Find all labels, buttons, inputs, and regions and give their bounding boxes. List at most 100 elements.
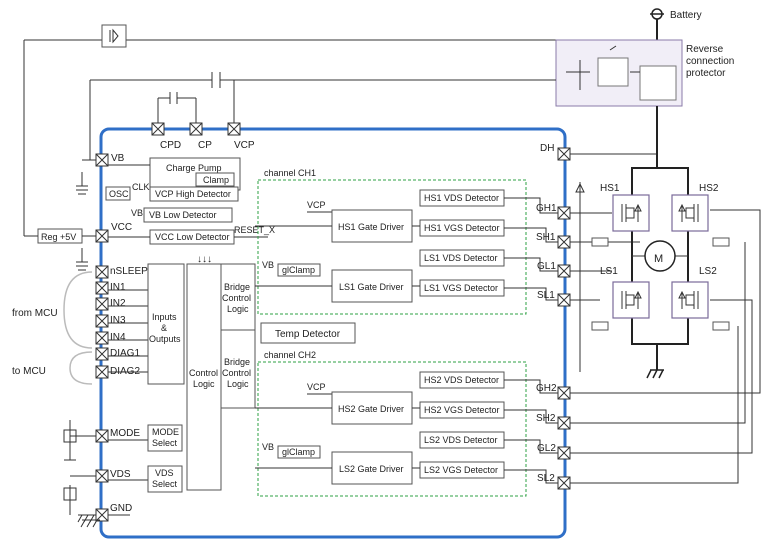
ls2-label: LS2 bbox=[699, 266, 717, 277]
control-logic-block bbox=[186, 263, 222, 491]
ch2-vb-label: VB bbox=[262, 442, 274, 452]
battery-label: Battery bbox=[670, 10, 702, 21]
right-pins: DH GH1 SH1 GL1 SL1 GH2 SH2 GL2 SL2 bbox=[526, 143, 761, 490]
pin-cpd: CPD bbox=[151, 122, 181, 151]
pin-vcc-label: VCC bbox=[111, 222, 132, 233]
pin-in3-label: IN3 bbox=[110, 315, 126, 326]
ls2-vds-label: LS2 VDS Detector bbox=[424, 435, 498, 445]
pin-in2-label: IN2 bbox=[110, 298, 126, 309]
ch2-vcp-label: VCP bbox=[307, 382, 326, 392]
hs2-gate-driver-label: HS2 Gate Driver bbox=[338, 404, 404, 414]
pin-in4-label: IN4 bbox=[110, 332, 126, 343]
top-pins: CPD CP VCP bbox=[151, 122, 255, 151]
channel-ch1: channel CH1 VCP HS1 Gate Driver HS1 VDS … bbox=[255, 168, 527, 315]
pin-gnd-label: GND bbox=[110, 503, 132, 514]
pin-in4: IN4 bbox=[95, 331, 126, 345]
bridge1-label-2: Control bbox=[222, 293, 251, 303]
hs1-mosfet bbox=[612, 194, 650, 232]
pin-mode: MODE bbox=[95, 428, 140, 443]
pin-vcc: VCC bbox=[95, 222, 132, 243]
hs1-label: HS1 bbox=[600, 183, 620, 194]
to-mcu-label: to MCU bbox=[12, 366, 46, 377]
protector-label-1: Reverse bbox=[686, 44, 724, 55]
pin-vds: VDS bbox=[95, 469, 131, 483]
ls2-gate-driver bbox=[331, 451, 413, 485]
pin-vcp: VCP bbox=[227, 122, 255, 151]
reverse-diode-block bbox=[101, 24, 127, 48]
mode-select-label-2: Select bbox=[152, 438, 178, 448]
ls1-vds-label: LS1 VDS Detector bbox=[424, 253, 498, 263]
h-bridge: HS1 HS2 LS1 LS2 M bbox=[600, 150, 719, 379]
hs2-mosfet bbox=[671, 194, 709, 232]
osc-block bbox=[105, 186, 131, 201]
hs2-vgs-label: HS2 VGS Detector bbox=[424, 405, 500, 415]
hs1-gate-driver bbox=[331, 209, 413, 243]
pin-gl1-label: GL1 bbox=[537, 261, 556, 272]
hs2-gate-driver bbox=[331, 391, 413, 425]
vb-low-vb-label: VB bbox=[131, 208, 143, 218]
inputs-label-1: Inputs bbox=[152, 312, 177, 322]
charge-pump-section: Charge Pump Clamp OSC CLK VCP High Detec… bbox=[105, 157, 275, 245]
clamp-block bbox=[195, 172, 235, 187]
ls2-vgs-label: LS2 VGS Detector bbox=[424, 465, 498, 475]
bridge-logic-2 bbox=[220, 329, 256, 409]
bridge2-label-1: Bridge bbox=[224, 357, 250, 367]
bridge2-label-2: Control bbox=[222, 368, 251, 378]
battery-rail: Battery bbox=[23, 8, 702, 236]
reverse-protector: Reverse connection protector bbox=[555, 39, 734, 150]
pin-gh1-label: GH1 bbox=[536, 203, 557, 214]
vds-select-block bbox=[147, 465, 183, 493]
ch2-glclamp bbox=[277, 445, 321, 459]
motor-label: M bbox=[654, 253, 663, 265]
ls1-label: LS1 bbox=[600, 266, 618, 277]
inputs-outputs-block bbox=[147, 263, 185, 385]
clamp-label: Clamp bbox=[203, 175, 229, 185]
channel-ch2: channel CH2 VCP HS2 Gate Driver HS2 VDS … bbox=[255, 350, 527, 497]
bridge1-label-3: Logic bbox=[227, 304, 249, 314]
down-arrows-glyph: ↓↓↓ bbox=[197, 254, 212, 265]
pin-in3: IN3 bbox=[95, 314, 126, 328]
inputs-label-3: Outputs bbox=[149, 334, 181, 344]
pin-in2: IN2 bbox=[95, 297, 126, 311]
ch1-vcp-label: VCP bbox=[307, 200, 326, 210]
hs2-vds-label: HS2 VDS Detector bbox=[424, 375, 499, 385]
ch1-vb-label: VB bbox=[262, 260, 274, 270]
protector-label-2: connection bbox=[686, 56, 734, 67]
mode-select-label-1: MODE bbox=[152, 427, 179, 437]
hs1-vds-label: HS1 VDS Detector bbox=[424, 193, 499, 203]
bridge2-label-3: Logic bbox=[227, 379, 249, 389]
vcc-low-label: VCC Low Detector bbox=[155, 232, 230, 242]
pin-diag1: DIAG1 bbox=[95, 347, 140, 361]
reset-label: RESET_X bbox=[234, 225, 275, 235]
pin-cpd-label: CPD bbox=[160, 140, 181, 151]
ch2-glclamp-label: glClamp bbox=[282, 447, 315, 457]
hs1-vgs-label: HS1 VGS Detector bbox=[424, 223, 500, 233]
pin-gnd: GND bbox=[95, 503, 132, 522]
vds-select-label-2: Select bbox=[152, 479, 178, 489]
ls1-vgs-label: LS1 VGS Detector bbox=[424, 283, 498, 293]
pin-nsleep-label: nSLEEP bbox=[110, 266, 148, 277]
vb-low-label: VB Low Detector bbox=[149, 210, 217, 220]
ground-symbols bbox=[80, 519, 100, 528]
protector-label-3: protector bbox=[686, 68, 726, 79]
pin-gl2-label: GL2 bbox=[537, 443, 556, 454]
clk-label: CLK bbox=[132, 182, 150, 192]
inputs-label-2: & bbox=[161, 323, 167, 333]
pin-cp: CP bbox=[189, 122, 212, 151]
control-label-1: Control bbox=[189, 368, 218, 378]
logic-blocks: Inputs & Outputs Control Logic ↓↓↓ Bridg… bbox=[147, 254, 356, 493]
control-label-2: Logic bbox=[193, 379, 215, 389]
vb-low-detector bbox=[143, 207, 233, 223]
vcp-high-label: VCP High Detector bbox=[155, 189, 231, 199]
ls1-mosfet bbox=[612, 281, 650, 319]
mode-select-block bbox=[147, 424, 183, 452]
pin-dh-label: DH bbox=[540, 143, 554, 154]
ls1-gate-driver-label: LS1 Gate Driver bbox=[339, 282, 404, 292]
hs1-gate-driver-label: HS1 Gate Driver bbox=[338, 222, 404, 232]
pin-nsleep: nSLEEP bbox=[95, 265, 148, 279]
from-mcu-label: from MCU bbox=[12, 308, 58, 319]
pin-mode-label: MODE bbox=[110, 428, 140, 439]
ls2-mosfet bbox=[671, 281, 709, 319]
